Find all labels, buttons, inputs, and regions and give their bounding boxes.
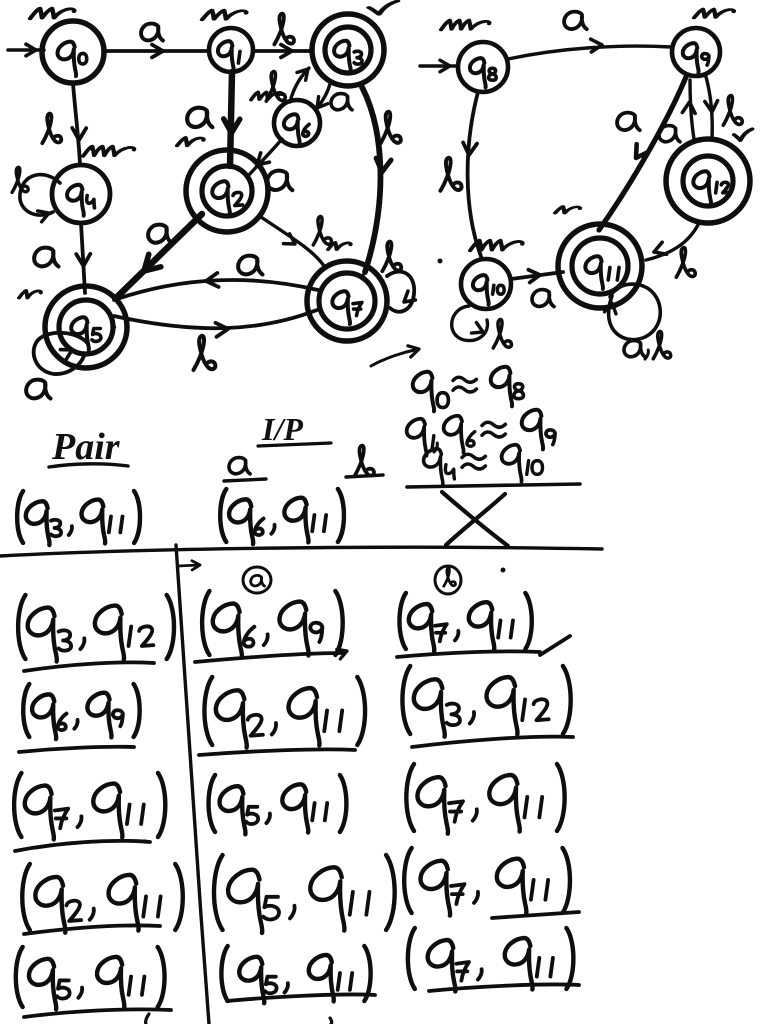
svg-text:Pair: Pair bbox=[51, 426, 121, 468]
svg-text:I/P: I/P bbox=[261, 411, 303, 447]
